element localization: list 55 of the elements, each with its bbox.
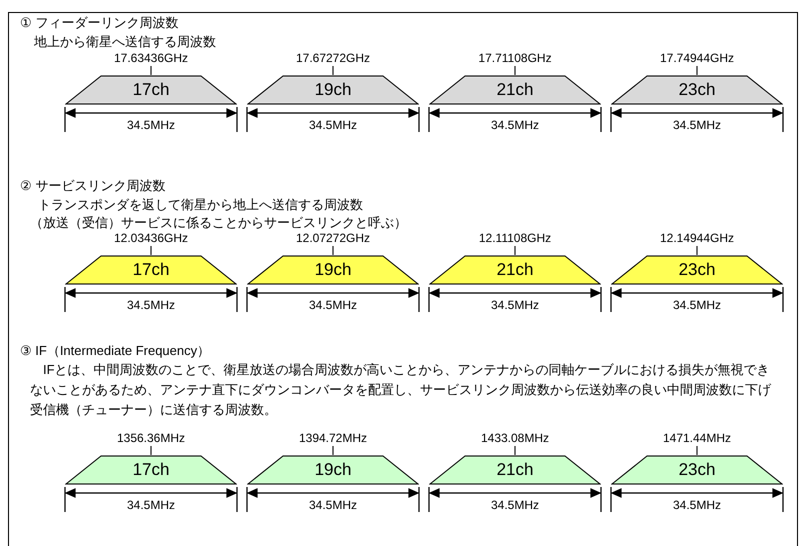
dimension-label: 34.5MHz [308,298,358,312]
channel-band [611,455,783,485]
channel-label: 17ch [132,460,170,480]
frequency-label: 1471.44MHz [662,431,732,445]
channel-band [247,255,419,285]
dimension-label: 34.5MHz [308,118,358,132]
channel-label: 23ch [678,260,716,280]
frequency-label: 12.07272GHz [296,231,370,245]
channel-label: 21ch [496,260,534,280]
dimension-label: 34.5MHz [490,298,540,312]
dimension-label: 34.5MHz [490,498,540,512]
channel-label: 23ch [678,460,716,480]
channel-label: 19ch [314,460,352,480]
channel-band [247,75,419,105]
frequency-label: 17.63436GHz [114,51,188,65]
dimension-label: 34.5MHz [308,498,358,512]
section-heading: ③ IF（Intermediate Frequency） [20,343,210,359]
dimension-label: 34.5MHz [672,118,722,132]
channel-band [65,75,237,105]
channel-band [611,75,783,105]
dimension-label: 34.5MHz [490,118,540,132]
channel-label: 19ch [314,260,352,280]
channel-label: 17ch [132,260,170,280]
dimension-label: 34.5MHz [672,298,722,312]
frequency-label: 1433.08MHz [480,431,550,445]
channel-label: 19ch [314,80,352,100]
channel-label: 21ch [496,460,534,480]
frequency-label: 1356.36MHz [116,431,186,445]
dimension-label: 34.5MHz [672,498,722,512]
channel-band [65,455,237,485]
channel-label: 23ch [678,80,716,100]
section-heading: ② サービスリンク周波数 [20,178,166,194]
section-description: （放送（受信）サービスに係ることからサービスリンクと呼ぶ） [30,215,407,231]
frequency-label: 17.71108GHz [478,51,552,65]
section-description: トランスポンダを返して衛星から地上へ送信する周波数 [38,197,363,213]
frequency-label: 17.74944GHz [660,51,734,65]
frequency-label: 1394.72MHz [298,431,368,445]
frequency-label: 17.67272GHz [296,51,370,65]
section-description: 地上から衛星へ送信する周波数 [34,34,216,50]
description-paragraph: IFとは、中間周波数のことで、衛星放送の場合周波数が高いことから、アンテナからの同軸ケーブルにおける損失が無視できないことがあるため、アンテナ直下にダウンコンバータを配置し、サービスリンク周波数から伝送効率の良い中間周波数に下げ受信機（チューナー）に送信する周波数。 [30,361,772,419]
section-heading: ① フィーダーリンク周波数 [20,15,178,31]
channel-band [429,255,601,285]
frequency-label: 12.03436GHz [114,231,188,245]
channel-label: 17ch [132,80,170,100]
channel-band [65,255,237,285]
channel-band [429,75,601,105]
frequency-label: 12.11108GHz [478,231,552,245]
channel-band [247,455,419,485]
dimension-label: 34.5MHz [126,298,176,312]
dimension-label: 34.5MHz [126,118,176,132]
channel-band [429,455,601,485]
channel-label: 21ch [496,80,534,100]
dimension-label: 34.5MHz [126,498,176,512]
channel-band [611,255,783,285]
frequency-label: 12.14944GHz [660,231,734,245]
